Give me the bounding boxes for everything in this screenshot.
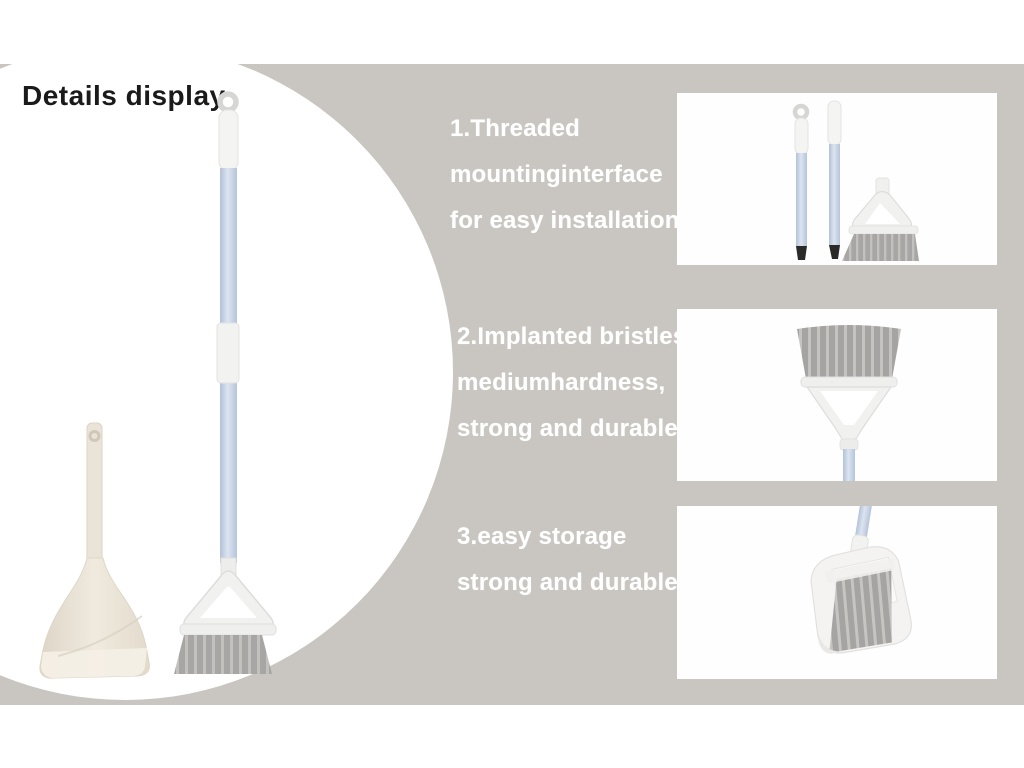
detail-photo-storage xyxy=(677,506,997,679)
detail-photo-parts xyxy=(677,93,997,265)
bristles xyxy=(842,234,919,261)
detail-photo-bristles xyxy=(677,309,997,481)
feature-line: 2.Implanted bristles. xyxy=(457,323,694,350)
feature-line: mediumhardness, xyxy=(457,369,666,396)
threaded-tip xyxy=(796,246,807,260)
feature-line: mountinginterface xyxy=(450,161,663,188)
bristles xyxy=(174,635,272,674)
feature-line: strong and durable xyxy=(457,415,678,442)
handle xyxy=(843,449,855,481)
broom-in-dustpan xyxy=(810,506,912,654)
bristles xyxy=(829,568,892,653)
feature-line: 1.Threaded xyxy=(450,115,581,142)
feature-line: strong and durable xyxy=(457,569,678,596)
feature-line: for easy installation xyxy=(450,207,680,234)
pole-segment-1 xyxy=(792,103,810,260)
main-product-photo xyxy=(0,60,340,700)
bristles xyxy=(797,325,901,379)
feature-block-2: 2.Implanted bristles. mediumhardness, st… xyxy=(457,314,693,452)
handle xyxy=(854,506,873,541)
feature-block-1: 1.Threaded mountinginterface for easy in… xyxy=(450,106,680,244)
hang-ring-icon xyxy=(217,91,239,113)
brush-head xyxy=(842,177,919,261)
pole-segment-2 xyxy=(827,100,842,259)
feature-line: 3.easy storage xyxy=(457,523,627,550)
broom xyxy=(174,91,277,674)
feature-block-3: 3.easy storage strong and durable xyxy=(457,514,678,606)
page-title: Details display xyxy=(22,80,226,111)
threaded-tip xyxy=(829,245,840,259)
dustpan xyxy=(39,422,150,679)
hang-hole-icon xyxy=(88,430,101,442)
brush-head-inverted xyxy=(797,325,901,481)
